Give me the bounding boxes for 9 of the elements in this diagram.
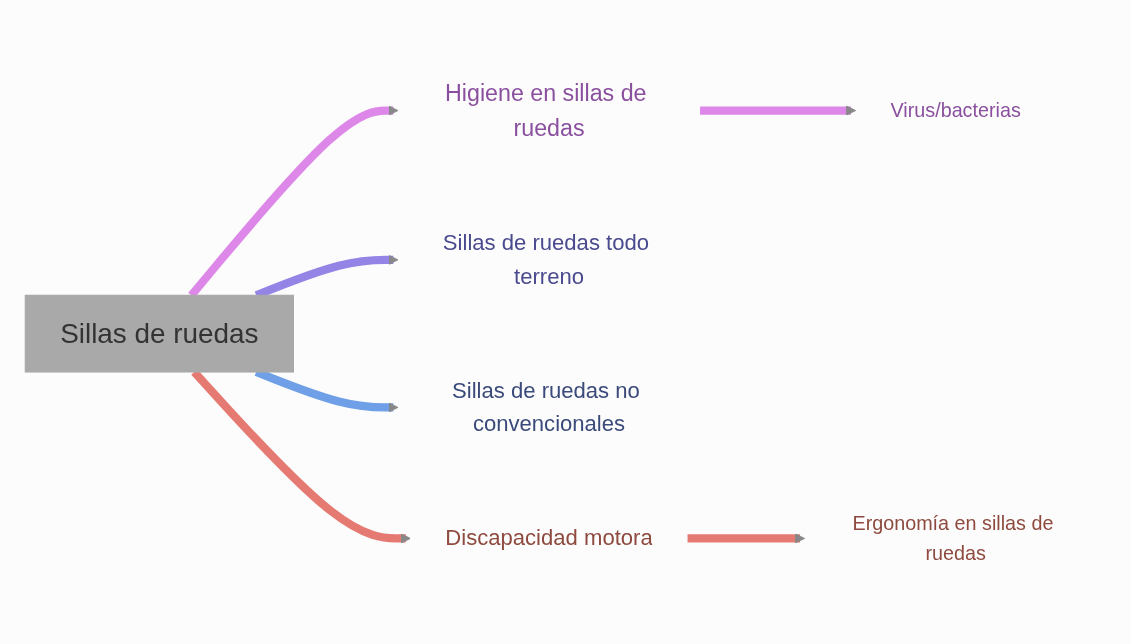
node-text: Sillas de ruedas no convencionales <box>451 377 640 436</box>
node-text: Ergonomía en sillas de ruedas <box>851 512 1053 565</box>
node-text: Virus/bacterias <box>890 99 1021 122</box>
arrow <box>687 533 805 544</box>
node-text: Higiene en sillas de ruedas <box>444 80 647 141</box>
arrow <box>699 105 856 116</box>
node-box: Sillas de ruedas <box>24 294 294 373</box>
node-text: Discapacidad motora <box>444 525 653 550</box>
node-text: Sillas de ruedas todo terreno <box>442 230 649 288</box>
